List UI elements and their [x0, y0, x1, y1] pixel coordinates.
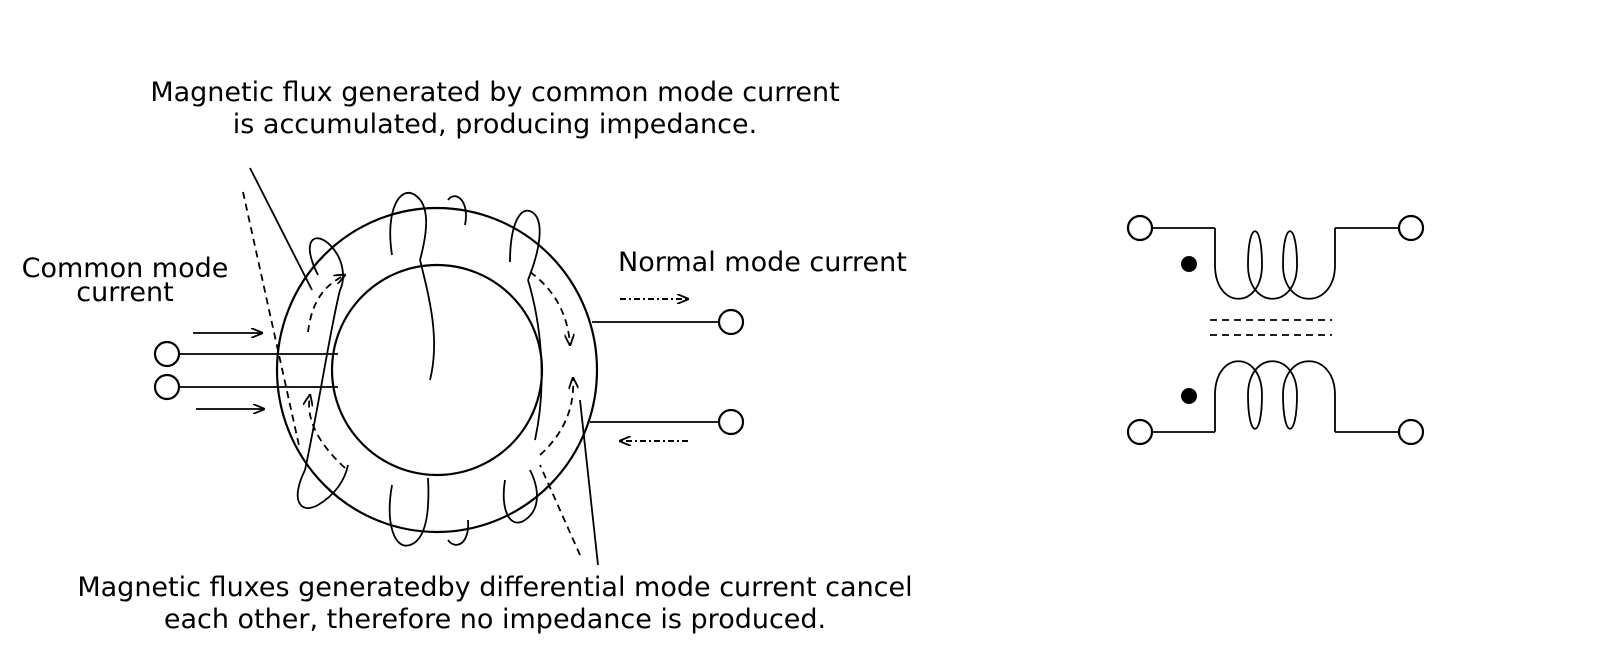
right-winding-loop-1: [509, 209, 541, 281]
common-mode-current-arrows: [193, 333, 264, 409]
top-callout-line-solid: [249, 167, 313, 291]
toroid-outer-edge: [275, 206, 599, 534]
right-winding-inner-run: [527, 279, 543, 441]
input-terminal-top: [153, 340, 181, 368]
right-winding: [447, 195, 543, 546]
input-terminal-bottom: [153, 373, 181, 401]
common-mode-current-label-line-2: current: [76, 277, 174, 308]
bottom-callout-line-dashed: [539, 464, 581, 556]
schematic-polarity-dot-top: [1181, 256, 1197, 272]
output-terminal-bottom: [717, 408, 745, 436]
choke-schematic-symbol: [1126, 214, 1425, 446]
right-winding-loop-top: [447, 195, 467, 226]
common-mode-flux-caption-line-1: Magnetic flux generated by common mode c…: [150, 77, 840, 108]
flux-arrows: [307, 271, 573, 469]
toroid-inner-edge: [330, 263, 544, 477]
left-winding-loop-2: [389, 192, 428, 261]
bottom-callout-line-solid: [579, 399, 599, 566]
left-winding-inner-run: [304, 289, 341, 471]
schematic-terminal-bottom-right: [1397, 418, 1425, 446]
input-leads: [153, 340, 338, 401]
common-mode-flux-caption: Magnetic flux generated by common mode c…: [100, 77, 890, 141]
top-callout-line-dashed: [242, 191, 301, 451]
differential-mode-flux-caption-line-1: Magnetic fluxes generatedby differential…: [77, 572, 913, 603]
right-winding-loop-bottom: [447, 519, 469, 546]
schematic-polarity-dot-bottom: [1181, 388, 1197, 404]
callout-pointers: [242, 167, 599, 566]
output-terminal-top: [717, 308, 745, 336]
schematic-terminal-bottom-left: [1126, 418, 1154, 446]
schematic-bottom-coil: [1214, 360, 1336, 432]
left-winding-loop-4: [388, 477, 430, 547]
flux-arrow-lower-left: [309, 395, 346, 469]
flux-arrow-upper-right: [529, 271, 570, 345]
schematic-terminal-top-right: [1397, 214, 1425, 242]
left-winding-loop-3: [296, 464, 349, 509]
output-leads: [590, 308, 745, 436]
flux-arrow-lower-right: [539, 378, 573, 456]
left-winding: [296, 192, 435, 547]
differential-mode-flux-caption: Magnetic fluxes generatedby differential…: [40, 572, 950, 636]
left-winding-cross: [419, 259, 435, 381]
differential-mode-flux-caption-line-2: each other, therefore no impedance is pr…: [163, 604, 827, 635]
right-winding-loop-2: [502, 469, 538, 524]
normal-mode-current-label: Normal mode current: [618, 247, 907, 278]
flux-arrow-upper-left: [307, 275, 345, 333]
common-mode-current-label-line-1: Common mode: [21, 253, 229, 284]
schematic-top-coil: [1214, 228, 1336, 300]
normal-mode-current-arrows: [620, 299, 688, 441]
schematic-terminal-top-left: [1126, 214, 1154, 242]
common-mode-flux-caption-line-2: is accumulated, producing impedance.: [232, 109, 758, 140]
common-mode-current-label: Common mode current: [20, 253, 230, 308]
